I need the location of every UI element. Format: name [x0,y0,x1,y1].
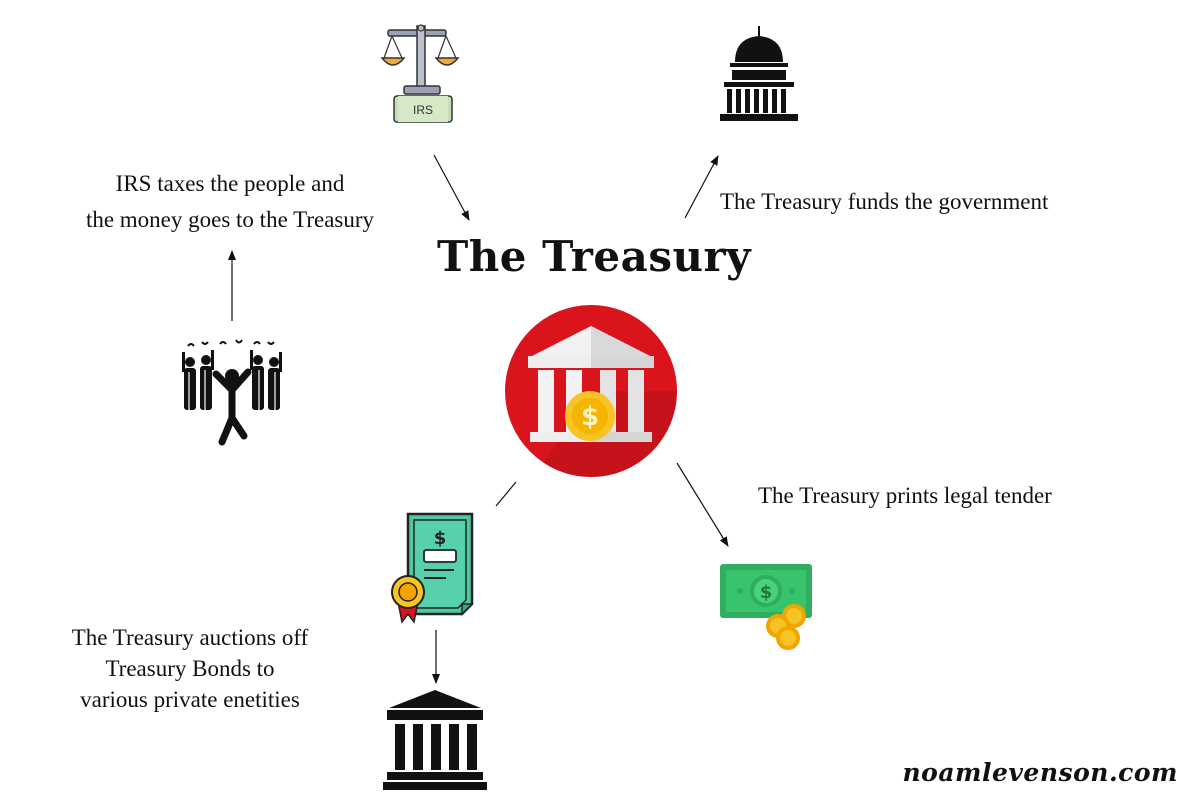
bank-building-icon [383,690,487,790]
svg-text:$: $ [434,528,447,549]
connector-treasury-bond [495,481,517,507]
caption-auctions-line-2: Treasury Bonds to [105,656,275,681]
arrow-irs-to-treasury [433,154,470,221]
irs-scale-icon: IRS [380,24,460,123]
arrow-treasury-to-government [684,155,719,219]
arrow-treasury-to-tender [676,462,729,547]
caption-funds-government: The Treasury funds the government [720,189,1049,214]
caption-irs-taxes: IRS taxes the people and the money goes … [40,166,420,238]
caption-prints-tender: The Treasury prints legal tender [758,483,1052,508]
site-credit: noamlevenson.com [902,758,1178,787]
crowd-icon [182,339,282,446]
caption-auctions-bonds: The Treasury auctions off Treasury Bonds… [30,622,350,715]
treasury-bank-coin-icon: $ [505,305,677,477]
caption-auctions-line-1: The Treasury auctions off [71,625,309,650]
bond-certificate-icon: $ [391,512,474,624]
capitol-dome-icon [720,26,798,121]
caption-irs-taxes-line-2: the money goes to the Treasury [85,207,375,232]
caption-auctions-line-3: various private enetities [80,687,300,712]
svg-text:$: $ [581,402,599,432]
diagram-title: The Treasury [436,232,752,281]
cash-coins-icon: $ [720,564,812,650]
svg-text:$: $ [760,582,773,603]
caption-irs-taxes-line-1: IRS taxes the people and [115,171,345,196]
irs-badge-text: IRS [413,103,433,117]
